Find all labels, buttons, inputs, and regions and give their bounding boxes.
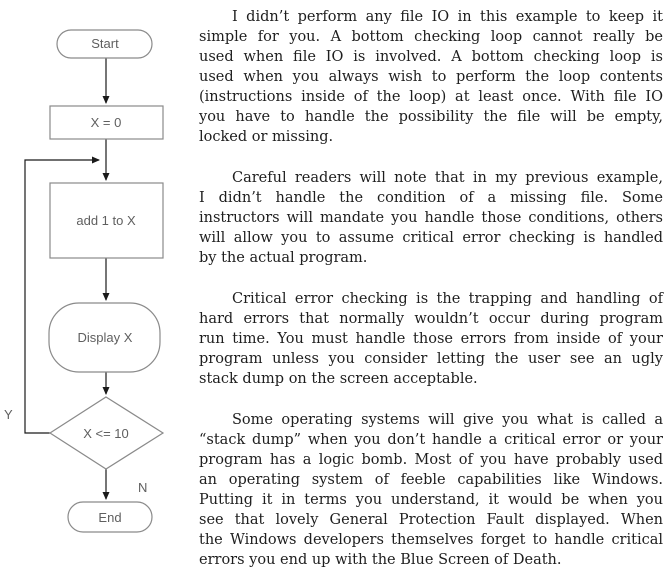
text-line: I didn’t handle the condition of a missi… xyxy=(199,190,663,206)
paragraph: Some operating systems will give you wha… xyxy=(199,410,663,570)
flowchart-node-end-label: End xyxy=(98,510,121,525)
text-line: an operating system of feeble capabiliti… xyxy=(199,472,663,488)
flowchart-node-decision-label: X <= 10 xyxy=(83,426,129,441)
text-line: hard errors that normally wouldn’t occur… xyxy=(199,311,663,327)
text-line: program unless you consider letting the … xyxy=(199,351,663,367)
branch-label-yes: Y xyxy=(4,407,13,422)
text-line: program has a logic bomb. Most of you ha… xyxy=(199,452,663,468)
flowchart-node-end xyxy=(67,501,153,533)
text-line: instructors will mandate you handle thos… xyxy=(199,210,663,226)
text-line: I didn’t perform any file IO in this exa… xyxy=(232,9,663,25)
text-line: see that lovely General Protection Fault… xyxy=(199,512,663,528)
loop-flowchart: Start X = 0 add 1 to X Display X X <= 10… xyxy=(4,29,165,533)
text-line: you have to handle the possibility the f… xyxy=(199,109,663,125)
text-line: used when file IO is involved. A bottom … xyxy=(199,49,663,65)
text-line: errors you end up with the Blue Screen o… xyxy=(199,552,562,568)
paragraph: Careful readers will note that in my pre… xyxy=(199,168,663,268)
text-line: used when you always wish to perform the… xyxy=(199,69,663,85)
text-line: run time. You must handle those errors f… xyxy=(199,331,663,347)
connector-loop-back xyxy=(24,156,100,434)
flowchart-node-start-label: Start xyxy=(91,36,119,51)
text-line: the Windows developers themselves forget… xyxy=(199,532,663,548)
text-line: will allow you to assume critical error … xyxy=(199,230,663,246)
flowchart-node-add-label: add 1 to X xyxy=(76,213,136,228)
text-line: (instructions inside of the loop) at lea… xyxy=(199,89,663,105)
flowchart-node-start xyxy=(56,29,153,59)
paragraph: Critical error checking is the trapping … xyxy=(199,289,663,389)
text-line: Some operating systems will give you wha… xyxy=(232,412,663,428)
text-line: Careful readers will note that in my pre… xyxy=(232,170,663,186)
text-column: I didn’t perform any file IO in this exa… xyxy=(199,7,663,570)
branch-label-no: N xyxy=(138,480,147,495)
text-line: locked or missing. xyxy=(199,129,334,145)
text-line: by the actual program. xyxy=(199,250,368,266)
text-line: Critical error checking is the trapping … xyxy=(232,291,663,307)
text-line: stack dump on the screen acceptable. xyxy=(199,371,478,387)
flowchart-node-decision xyxy=(48,396,165,470)
flowchart-node-display xyxy=(48,302,161,373)
text-line: “stack dump” when you don’t handle a cri… xyxy=(199,432,663,448)
flowchart-node-add xyxy=(49,182,164,259)
flowchart-node-display-label: Display X xyxy=(78,330,133,345)
flowchart-node-init xyxy=(49,105,164,140)
paragraph: I didn’t perform any file IO in this exa… xyxy=(199,7,663,147)
text-line: simple for you. A bottom checking loop c… xyxy=(199,29,663,45)
flowchart-node-init-label: X = 0 xyxy=(91,115,122,130)
text-line: Putting it in terms you understand, it w… xyxy=(199,492,663,508)
